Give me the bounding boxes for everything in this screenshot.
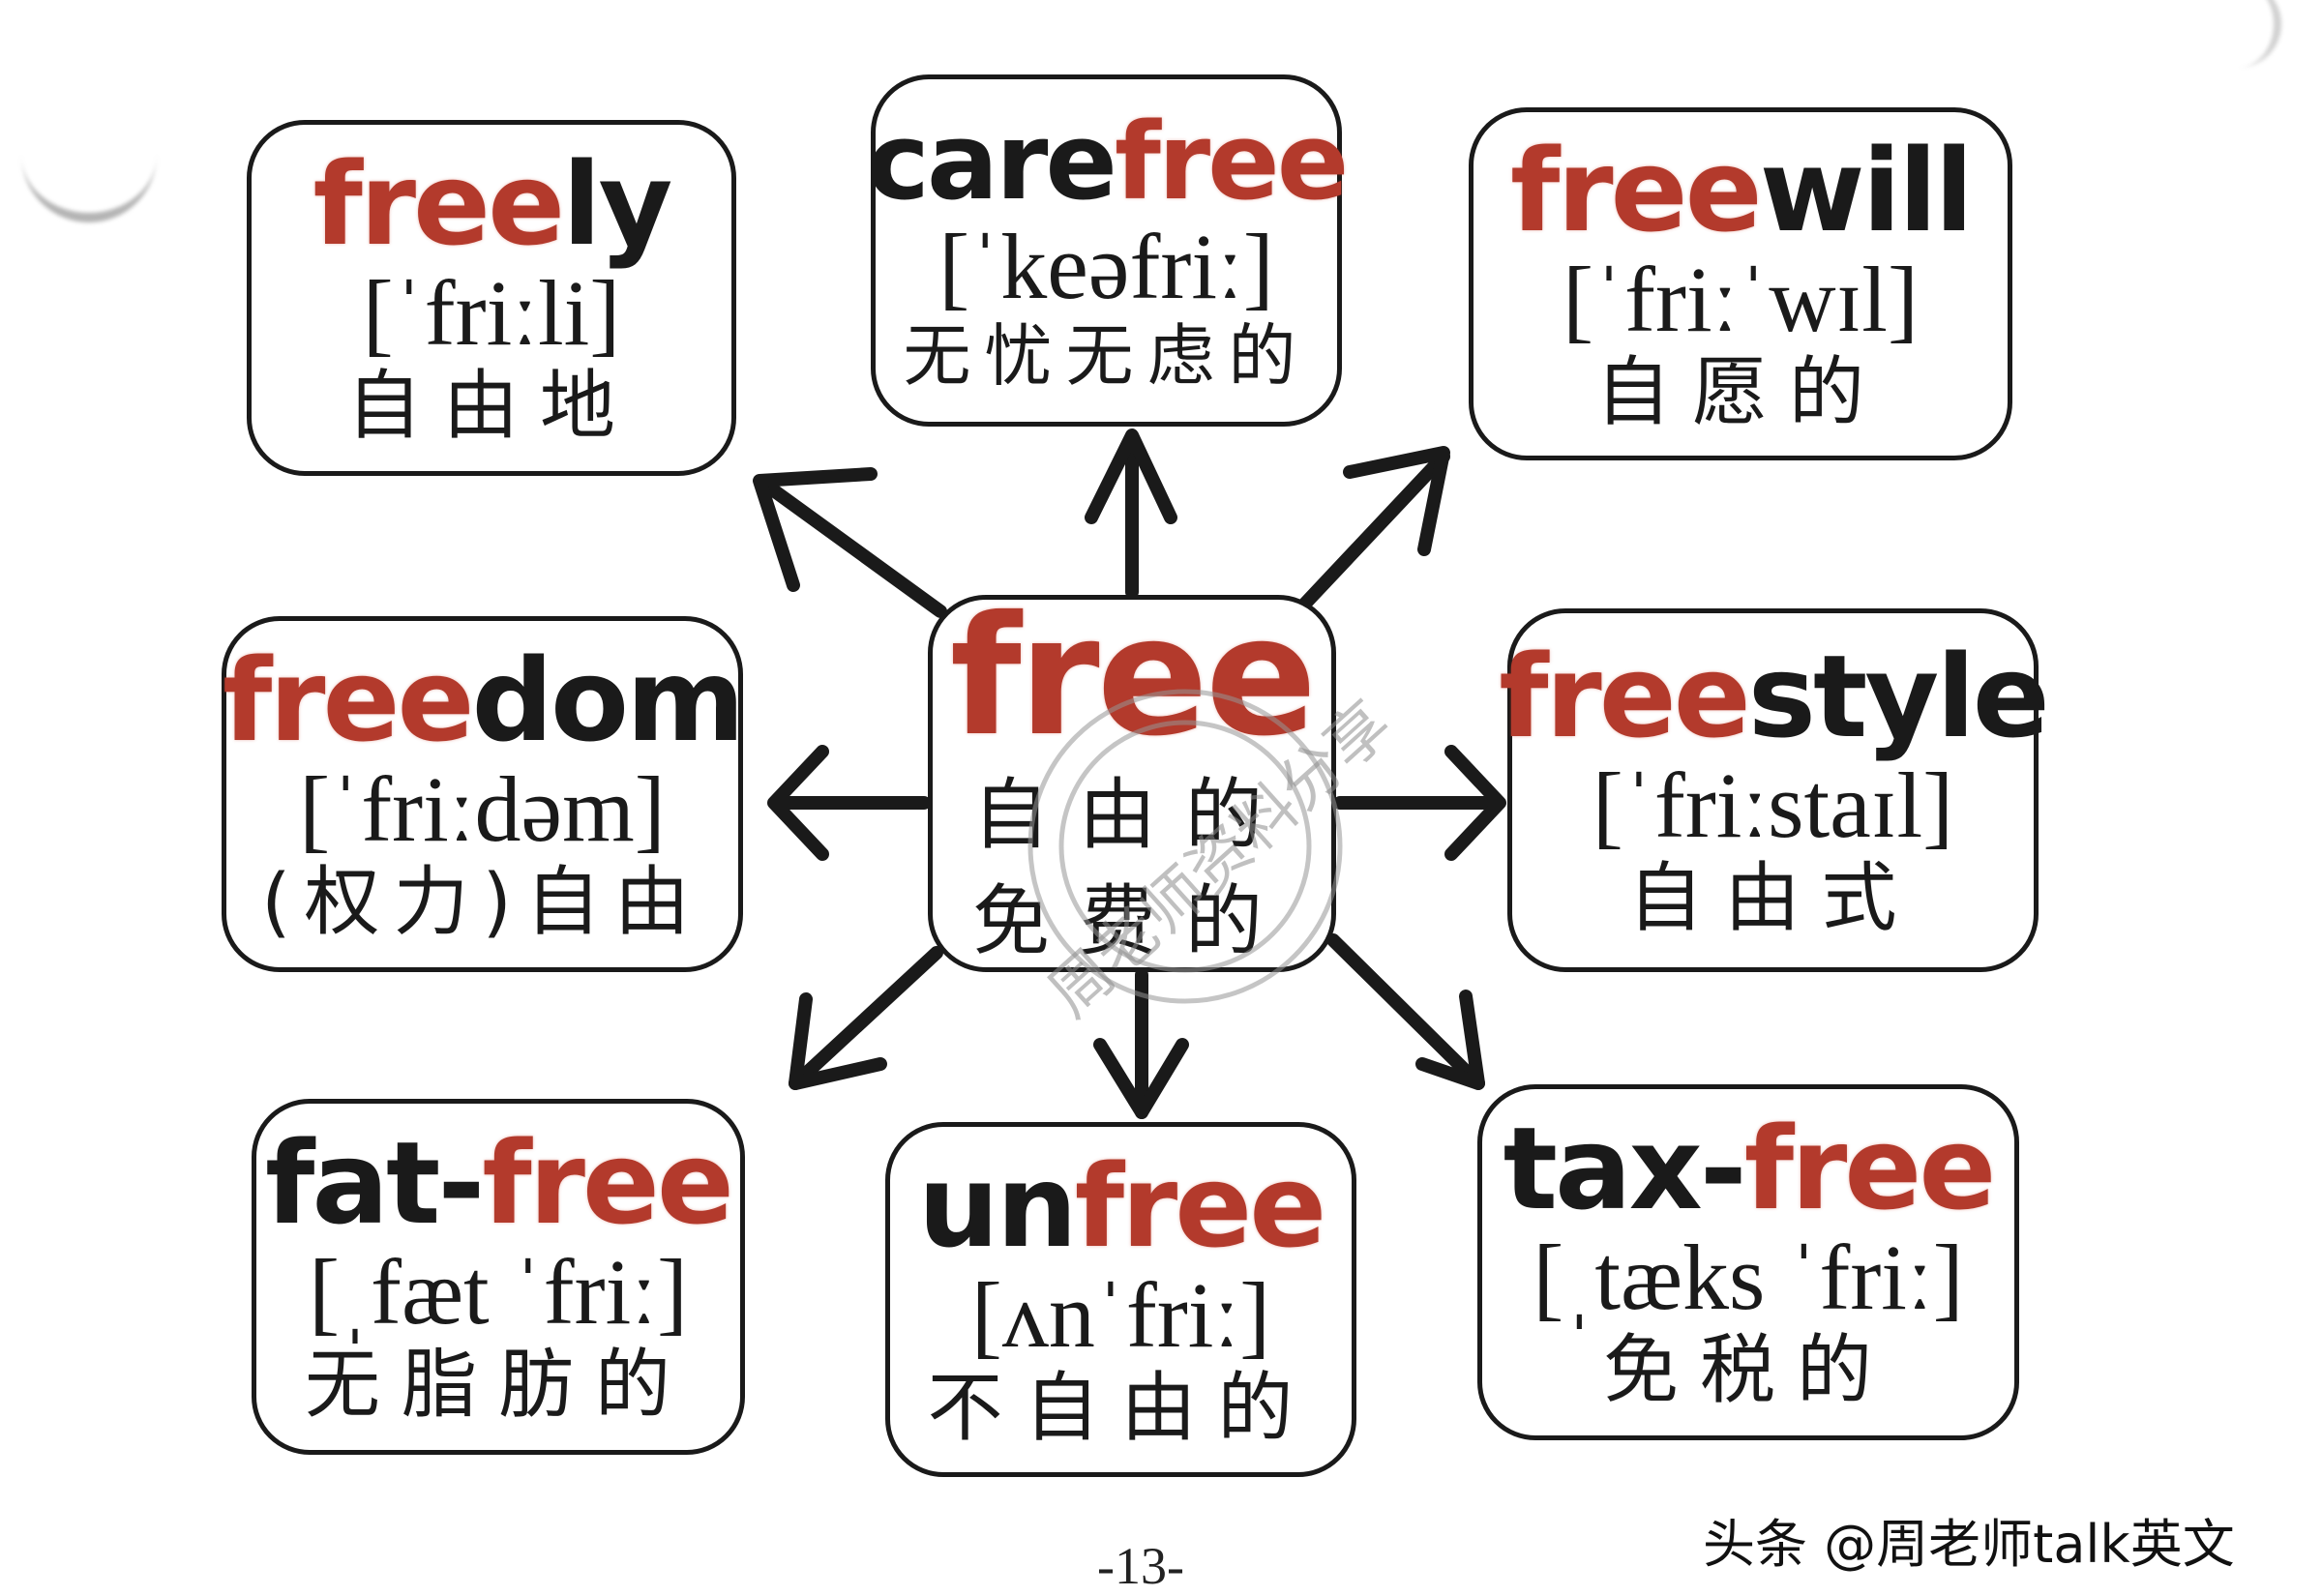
chinese-meaning: (权力)自由 — [261, 859, 703, 947]
chinese-meaning: 自由式 — [1627, 855, 1919, 943]
word-prefix: care — [866, 99, 1117, 223]
phonetic: [ˌtæks ˈfriː] — [1533, 1226, 1964, 1330]
phonetic: [ʌnˈfriː] — [970, 1262, 1271, 1367]
word-box-carefree: carefree [ˈkeəfriː] 无忧无虑的 — [867, 74, 1349, 427]
word-suffix: will — [1759, 123, 1974, 257]
center-word: free — [950, 595, 1317, 759]
word-root: free — [313, 137, 566, 272]
word-prefix: tax- — [1503, 1102, 1747, 1236]
arrow-icon — [753, 467, 947, 618]
arrow-icon — [789, 946, 943, 1090]
arrow-icon — [1093, 968, 1189, 1119]
word-suffix: dom — [471, 634, 745, 768]
word-box-freely: freely [ˈfriːli] 自由地 — [247, 120, 736, 476]
arrow-icon — [1326, 933, 1485, 1090]
phonetic: [ˈfriːli] — [362, 261, 621, 366]
word-root: free — [1499, 630, 1751, 764]
word-suffix: ly — [562, 137, 672, 272]
chinese-meaning: 无忧无虑的 — [903, 315, 1310, 396]
word-root: free — [482, 1116, 734, 1251]
chinese-meaning: 自愿的 — [1594, 348, 1886, 436]
word-box-freewill: freewill [ˈfriːˈwɪl] 自愿的 — [1469, 107, 2012, 460]
word-tax-free: tax-free — [1503, 1111, 1997, 1226]
word-freestyle: freestyle — [1499, 639, 2050, 754]
credit-watermark: 头条 @周老师talk英文 — [1703, 1514, 2235, 1575]
phonetic: [ˈfriːˈwɪl] — [1563, 247, 1919, 351]
word-fat-free: fat-free — [265, 1126, 734, 1240]
arrow-icon — [1297, 446, 1450, 611]
arrow-icon — [1085, 429, 1177, 599]
word-root: free — [222, 634, 475, 768]
word-suffix: style — [1747, 630, 2050, 764]
word-unfree: unfree — [918, 1149, 1327, 1263]
word-freely: freely — [313, 147, 673, 261]
phonetic: [ˈfriːstaɪl] — [1592, 754, 1954, 858]
word-freedom: freedom — [223, 643, 745, 757]
chinese-meaning: 免税的 — [1602, 1327, 1893, 1415]
word-freewill: freewill — [1510, 133, 1974, 248]
phonetic: [ˌfæt ˈfriː] — [309, 1240, 688, 1345]
word-carefree: carefree — [867, 108, 1350, 215]
word-root: free — [1510, 123, 1763, 257]
arrow-icon — [767, 745, 931, 861]
word-root: free — [1114, 99, 1349, 223]
phonetic: [ˈfriːdəm] — [299, 757, 666, 862]
chinese-meaning: 自由地 — [345, 363, 637, 451]
arrow-icon — [1333, 745, 1506, 861]
chinese-meaning: 无脂肪的 — [304, 1342, 692, 1430]
chinese-meaning: 不自由的 — [927, 1364, 1315, 1452]
word-box-unfree: unfree [ʌnˈfriː] 不自由的 — [885, 1122, 1356, 1477]
page-curl-decoration — [2225, 0, 2281, 68]
word-box-tax-free: tax-free [ˌtæks ˈfriː] 免税的 — [1477, 1084, 2019, 1440]
word-box-freestyle: freestyle [ˈfriːstaɪl] 自由式 — [1499, 608, 2050, 972]
word-prefix: un — [917, 1138, 1078, 1273]
page-curl-decoration — [21, 116, 157, 222]
word-root: free — [949, 581, 1317, 773]
phonetic: [ˈkeəfriː] — [938, 214, 1274, 318]
word-box-freedom: freedom [ˈfriːdəm] (权力)自由 — [222, 616, 745, 972]
word-root: free — [1743, 1102, 1997, 1236]
center-meaning-2: 免费的 — [972, 876, 1292, 966]
word-root: free — [1074, 1138, 1327, 1273]
word-box-fat-free: fat-free [ˌfæt ˈfriː] 无脂肪的 — [252, 1099, 745, 1455]
word-prefix: fat- — [265, 1116, 485, 1251]
center-box-free: free 自由的 免费的 — [928, 595, 1336, 972]
page-number: -13- — [1097, 1537, 1184, 1595]
center-meaning-1: 自由的 — [972, 770, 1292, 860]
